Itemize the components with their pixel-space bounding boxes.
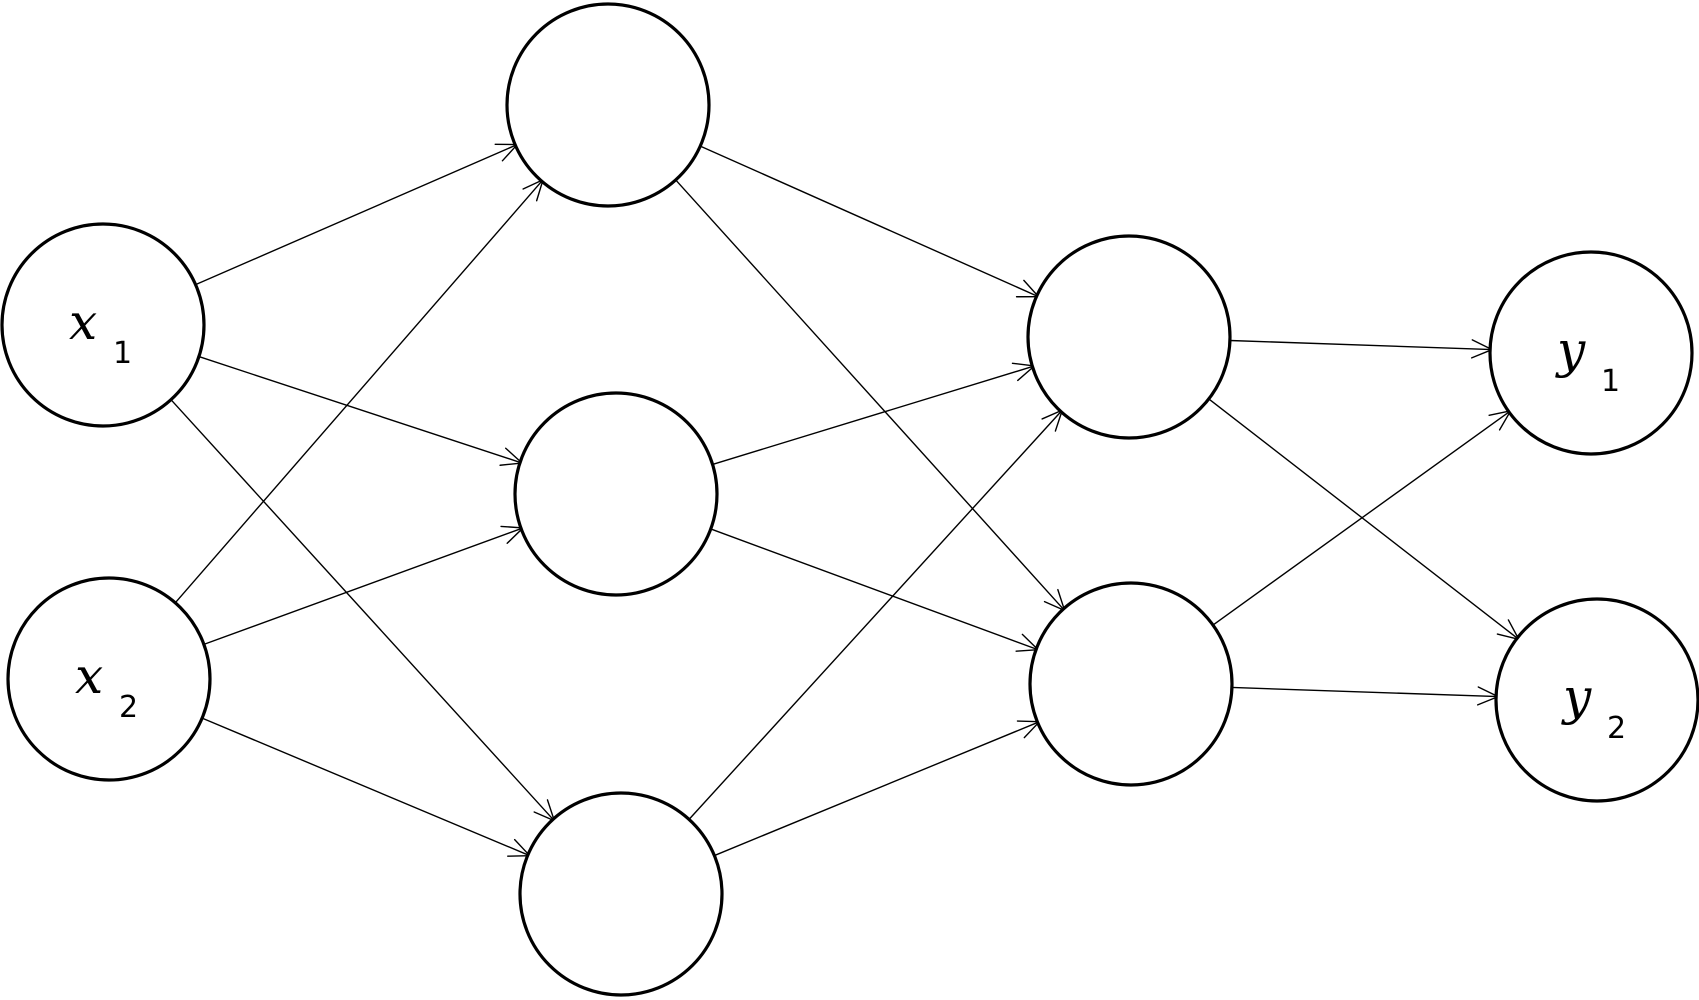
node-subscript-y2: 2 (1607, 711, 1626, 746)
node-layer4-2: y2 (1494, 597, 1699, 803)
edge-l2-n2-to-l3-n2 (710, 528, 1039, 652)
edge-l2-n3-to-l3-n2 (713, 720, 1041, 857)
edge-l1-n2-to-l2-n2 (203, 525, 524, 646)
edge-l1-n1-to-l2-n2 (198, 355, 523, 466)
edge-l3-n2-to-l4-n2 (1231, 686, 1499, 706)
edge-l1-n2-to-l2-n1 (174, 179, 544, 604)
node-layer3-1 (1026, 234, 1232, 440)
node-layer1-2: x2 (6, 576, 212, 782)
edge-l2-n3-to-l3-n1 (688, 409, 1063, 821)
node-label-y2: y (1561, 668, 1592, 726)
edge-l2-n2-to-l3-n1 (711, 362, 1036, 466)
edge-l3-n1-to-l4-n1 (1229, 339, 1493, 359)
node-layer2-1 (505, 2, 711, 208)
node-layer2-2 (513, 391, 719, 597)
node-layer3-2 (1028, 581, 1234, 787)
node-label-y1: y (1555, 321, 1586, 379)
edge-l1-n1-to-l2-n1 (194, 143, 518, 286)
edge-l2-n1-to-l3-n2 (675, 179, 1066, 612)
node-subscript-x2: 2 (119, 690, 138, 725)
node-subscript-x1: 1 (113, 336, 132, 371)
connections (170, 143, 1520, 857)
node-layer2-3 (518, 791, 724, 997)
edge-l3-n2-to-l4-n1 (1212, 410, 1512, 626)
node-layer4-1: y1 (1488, 250, 1694, 456)
edge-l3-n1-to-l4-n2 (1208, 398, 1520, 641)
node-label-x1: x (69, 293, 97, 351)
node-label-x2: x (75, 647, 103, 705)
node-layer1-1: x1 (0, 222, 206, 428)
edge-l1-n1-to-l2-n3 (170, 398, 556, 822)
node-subscript-y1: 1 (1601, 364, 1620, 399)
edge-l2-n1-to-l3-n1 (699, 145, 1040, 298)
